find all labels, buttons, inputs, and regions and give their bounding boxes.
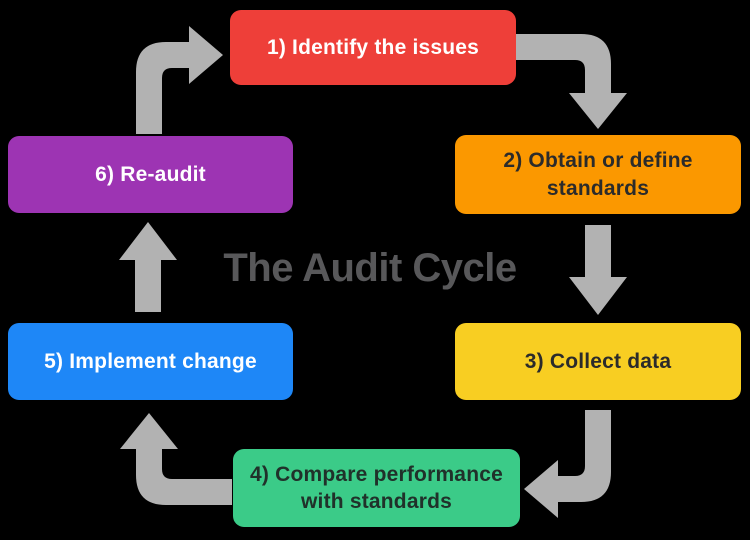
- step-collect-data: 3) Collect data: [455, 323, 741, 400]
- step-obtain-define-standards: 2) Obtain or define standards: [455, 135, 741, 214]
- step-collect-data-label: 3) Collect data: [524, 349, 672, 373]
- arrow-step5-to-step6-icon: [119, 222, 177, 312]
- arrow-step1-to-step2-icon: [516, 34, 627, 129]
- arrow-step3-to-step4-icon: [524, 410, 611, 518]
- step-compare-performance-label: 4) Compare performance with standards: [250, 462, 503, 513]
- step-re-audit: 6) Re-audit: [8, 136, 293, 213]
- step-re-audit-label: 6) Re-audit: [95, 162, 206, 186]
- step-implement-change-label: 5) Implement change: [44, 349, 257, 373]
- step-identify-issues: 1) Identify the issues: [230, 10, 516, 85]
- step-compare-performance: 4) Compare performance with standards: [233, 449, 520, 527]
- step-obtain-define-standards-label: 2) Obtain or define standards: [503, 149, 693, 200]
- step-identify-issues-label: 1) Identify the issues: [266, 35, 480, 59]
- step-implement-change: 5) Implement change: [8, 323, 293, 400]
- arrow-step2-to-step3-icon: [569, 225, 627, 315]
- arrow-step6-to-step1-icon: [136, 26, 223, 134]
- page-title: The Audit Cycle: [223, 246, 517, 290]
- arrow-step4-to-step5-icon: [120, 413, 232, 505]
